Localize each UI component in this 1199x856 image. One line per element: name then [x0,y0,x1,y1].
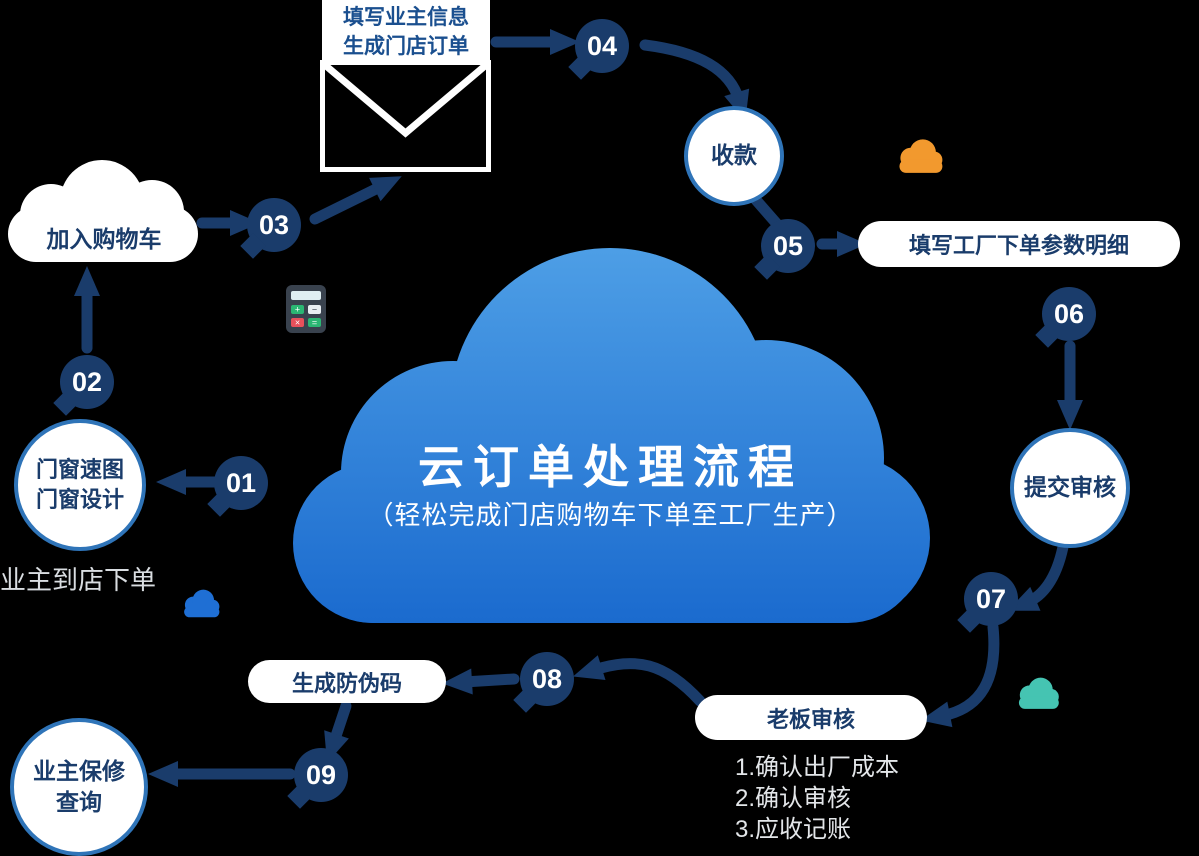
collect-circle: 收款 [684,106,784,206]
svg-text:×: × [295,318,300,328]
page-title: 云订单处理流程 [418,441,803,493]
blue-cloud-icon [184,589,220,618]
step-badge-04: 04 [575,19,629,73]
page-subtitle: （轻松完成门店购物车下单至工厂生产） [367,500,854,530]
design-circle: 门窗速图 门窗设计 [14,419,146,551]
factory-params-pill: 填写工厂下单参数明细 [858,221,1180,267]
cart-cloud-node: 加入购物车 [8,158,200,262]
teal-cloud-icon [1018,677,1059,709]
boss-note-3: 3.应收记账 [735,816,852,843]
envelope-label: 填写业主信息 生成门店订单 [322,0,490,64]
arrow-review-to-07 [1007,541,1069,611]
security-code-pill: 生成防伪码 [248,660,446,703]
step-badge-07: 07 [964,572,1018,626]
envelope-icon [320,60,491,172]
boss-note-2: 2.确认审核 [735,785,852,812]
step-badge-06: 06 [1042,287,1096,341]
arrow-04-to-collect [639,39,750,122]
svg-text:=: = [312,318,317,328]
step-badge-09: 09 [294,748,348,802]
arrow-03-to-envelope [309,176,402,225]
center-cloud: 云订单处理流程 （轻松完成门店购物车下单至工厂生产） [288,243,933,628]
boss-notes: 1.确认出厂成本 2.确认审核 3.应收记账 [735,752,975,845]
step-badge-01: 01 [214,456,268,510]
warranty-circle: 业主保修 查询 [10,718,148,856]
owner-arrive-label: 业主到店下单 [0,565,157,595]
submit-review-circle: 提交审核 [1010,428,1130,548]
arrow-07-to-boss [920,621,1000,728]
step-badge-08: 08 [520,652,574,706]
step-badge-02: 02 [60,355,114,409]
cart-label: 加入购物车 [46,226,162,252]
arrow-boss-to-08 [572,655,706,707]
arrow-code-to-09 [324,700,352,763]
arrow-08-to-code [442,668,520,695]
step-badge-05: 05 [761,219,815,273]
svg-text:+: + [295,305,300,315]
calculator-icon: + − × = [286,285,326,333]
center-cloud-shape [293,248,930,623]
svg-text:−: − [312,305,317,315]
boss-note-1: 1.确认出厂成本 [735,754,900,781]
connector-collect-to-05 [750,194,783,230]
step-badge-03: 03 [247,198,301,252]
orange-cloud-icon [899,139,943,173]
boss-review-pill: 老板审核 [695,695,927,740]
